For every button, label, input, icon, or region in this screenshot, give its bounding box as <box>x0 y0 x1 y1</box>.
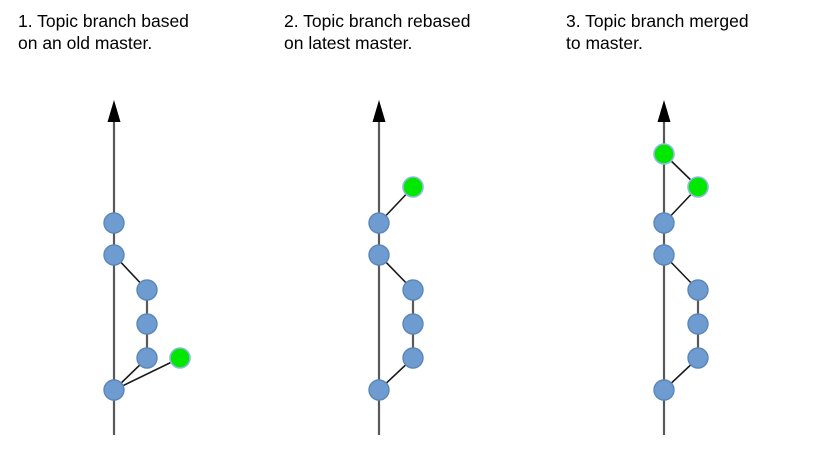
commit-node-master-commit-base[interactable] <box>368 379 390 401</box>
panel-caption-line-1: 1. Topic branch based <box>18 11 189 31</box>
panel-caption-line-1: 2. Topic branch rebased <box>284 11 470 31</box>
commit-node-master-commit-base[interactable] <box>103 379 125 401</box>
master-branch-arrow-icon <box>657 100 671 122</box>
commit-node-old-topic-commit-2[interactable] <box>402 313 424 335</box>
commit-node-master-commit-upper[interactable] <box>103 212 125 234</box>
commit-node-topic-commit-2[interactable] <box>136 313 158 335</box>
edge-tip-to-master-base <box>113 357 181 391</box>
panel-caption-line-2: on an old master. <box>18 33 152 53</box>
commit-node-old-topic-commit-3[interactable] <box>402 347 424 369</box>
commit-node-master-commit-head[interactable] <box>368 212 390 234</box>
commit-node-master-commit-head[interactable] <box>653 212 675 234</box>
commit-node-topic-commit-2[interactable] <box>687 313 709 335</box>
commit-node-merge-commit-on-master[interactable] <box>653 143 675 165</box>
commit-node-master-commit-previous[interactable] <box>653 244 675 266</box>
commit-node-merged-topic-commit-tip[interactable] <box>687 176 709 198</box>
commit-node-master-commit-base[interactable] <box>653 379 675 401</box>
panel-caption-line-2: on latest master. <box>284 33 412 53</box>
commit-node-topic-commit-1[interactable] <box>136 279 158 301</box>
commit-node-topic-commit-1[interactable] <box>687 279 709 301</box>
commit-node-master-commit-fork-point-upper[interactable] <box>103 244 125 266</box>
commit-node-topic-commit-3[interactable] <box>136 347 158 369</box>
commit-node-master-commit-previous[interactable] <box>368 244 390 266</box>
commit-node-topic-commit-tip[interactable] <box>169 347 191 369</box>
commit-node-old-topic-commit-1[interactable] <box>402 279 424 301</box>
commit-node-rebased-topic-commit-tip[interactable] <box>402 176 424 198</box>
panel-caption-line-1: 3. Topic branch merged <box>566 11 749 31</box>
master-branch-arrow-icon <box>107 100 121 122</box>
master-branch-arrow-icon <box>372 100 386 122</box>
panel-caption-line-2: to master. <box>566 33 643 53</box>
commit-node-topic-commit-3[interactable] <box>687 347 709 369</box>
